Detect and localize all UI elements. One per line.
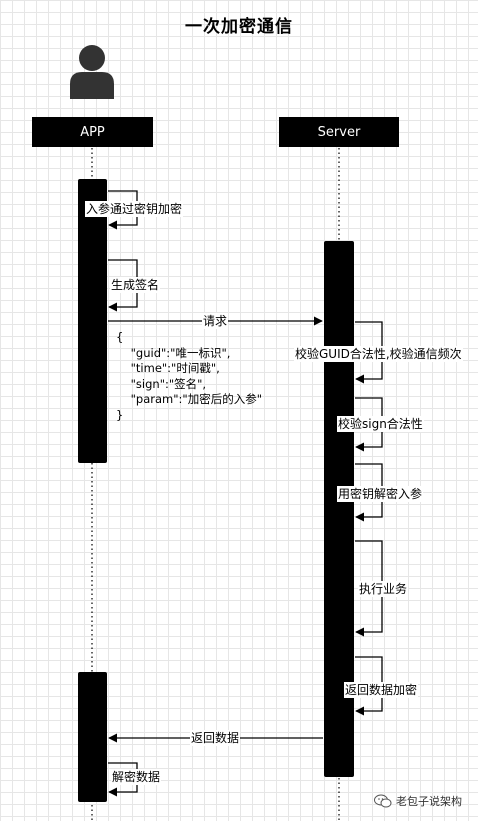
execute-label: 执行业务: [358, 581, 409, 597]
payload-sign: "sign":"签名",: [130, 376, 207, 391]
app-participant-label: APP: [80, 124, 105, 140]
app-activation-1: [78, 179, 107, 463]
payload-param: "param":"加密后的入参": [130, 392, 262, 406]
response-label: 返回数据: [190, 730, 241, 746]
payload-close: }: [116, 407, 124, 422]
user-icon: [70, 45, 114, 99]
app-sign-label: 生成签名: [110, 277, 161, 293]
decrypt-label: 用密钥解密入参: [337, 486, 424, 502]
app-decrypt-label: 解密数据: [111, 769, 162, 785]
app-participant: APP: [32, 117, 153, 147]
payload-time: "time":"时间戳",: [130, 361, 220, 375]
payload-guid: "guid":"唯一标识",: [130, 345, 231, 360]
server-participant-label: Server: [317, 124, 361, 140]
encrypt-return-label: 返回数据加密: [344, 682, 419, 698]
app-encrypt-label: 入参通过密钥加密: [85, 201, 184, 217]
server-activation: [324, 241, 354, 777]
check-sign-label: 校验sign合法性: [337, 416, 424, 432]
server-participant: Server: [279, 117, 399, 147]
payload-open: {: [116, 330, 124, 344]
chat-bubble-icon: [374, 794, 392, 808]
watermark-text: 老包子说架构: [396, 795, 462, 808]
diagram-title: 一次加密通信: [185, 17, 293, 37]
request-payload: { "guid":"唯一标识", "time":"时间戳", "sign":"签…: [116, 330, 262, 423]
request-label: 请求: [202, 313, 229, 329]
watermark: 老包子说架构: [374, 793, 462, 809]
check-guid-label: 校验GUID合法性,校验通信频次: [294, 346, 463, 362]
app-activation-2: [78, 672, 107, 802]
